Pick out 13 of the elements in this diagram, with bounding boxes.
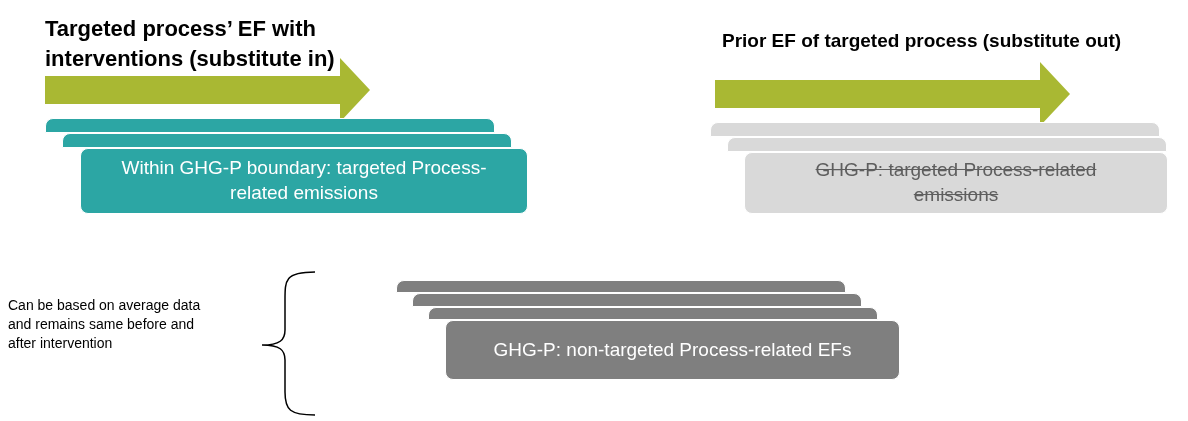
stacked-card — [412, 293, 862, 307]
emission-card: GHG-P: non-targeted Process-related EFs — [445, 320, 900, 380]
emission-card: Within GHG-P boundary: targeted Process-related emissions — [80, 148, 528, 214]
stacked-card — [62, 133, 512, 148]
heading-text: Targeted process’ EF with interventions (substitute in) — [45, 15, 336, 73]
stacked-card — [727, 137, 1167, 152]
stacked-card — [45, 118, 495, 133]
note-text: Can be based on average data and remains same before and after intervention — [8, 296, 202, 353]
heading-text: Prior EF of targeted process (substitute out) — [722, 29, 1123, 53]
emission-card: GHG-P: targeted Process-related emissions — [744, 152, 1168, 214]
stacked-card — [396, 280, 846, 293]
stacked-card — [428, 307, 878, 320]
stacked-card — [710, 122, 1160, 137]
